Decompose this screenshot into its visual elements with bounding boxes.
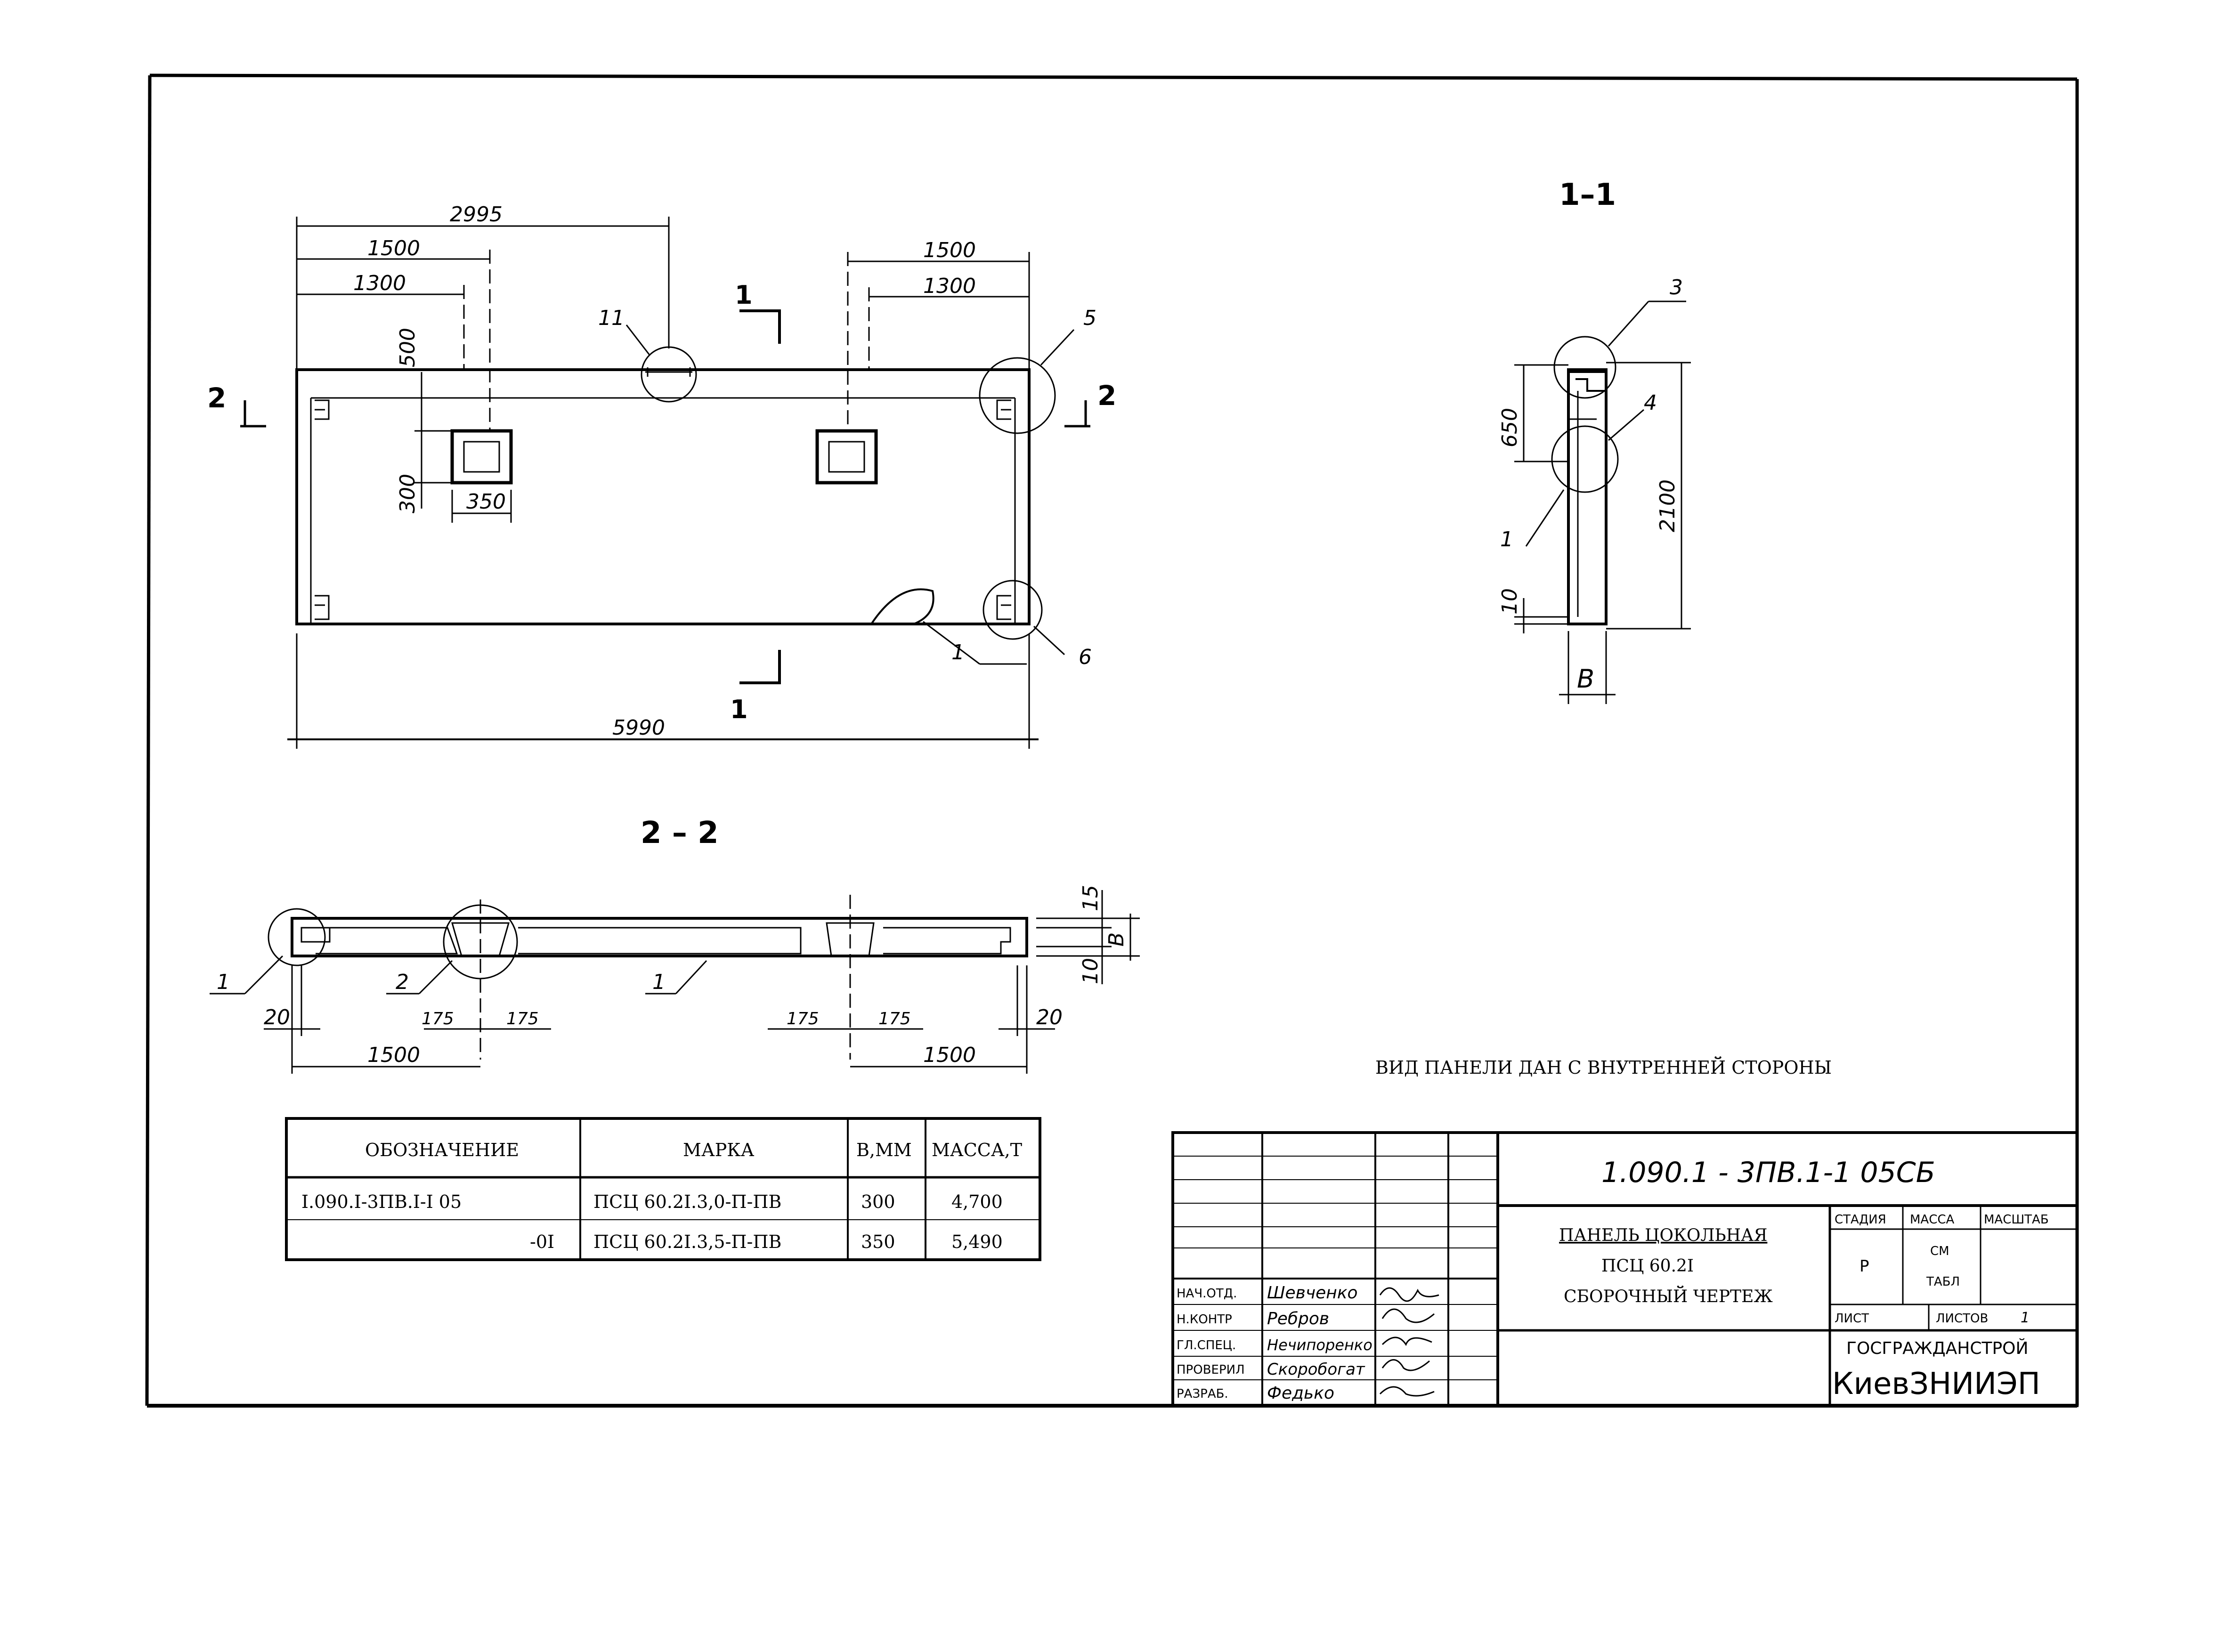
callout-1-mid-2-2: 1 (652, 970, 666, 994)
role-2: Н.КОНТР (1177, 1312, 1232, 1327)
spec-row1-b: 300 (861, 1191, 895, 1212)
drawing-name-line3: СБОРОЧНЫЙ ЧЕРТЕЖ (1564, 1286, 1773, 1306)
opening-left (450, 429, 513, 485)
role-3: ГЛ.СПЕЦ. (1177, 1338, 1236, 1352)
callout-1: 1 (951, 640, 965, 664)
role-4: ПРОВЕРИЛ (1177, 1363, 1245, 1377)
dim-350: 350 (466, 490, 506, 514)
spec-row1-designation: I.090.I-3ПВ.I-I 05 (301, 1191, 462, 1212)
view-note: ВИД ПАНЕЛИ ДАН С ВНУТРЕННЕЙ СТОРОНЫ (1375, 1057, 1832, 1078)
callout-4: 4 (1644, 391, 1657, 415)
callout-5: 5 (1083, 306, 1096, 330)
sheets-label: ЛИСТОВ (1936, 1312, 1988, 1326)
sheets-value: 1 (2021, 1310, 2030, 1326)
cut-1-top: 1 (735, 280, 753, 310)
drawing-name-line1: ПАНЕЛЬ ЦОКОЛЬНАЯ (1559, 1226, 1767, 1245)
dim-175-a: 175 (422, 1009, 454, 1028)
name-4: Скоробогат (1267, 1360, 1365, 1379)
name-5: Федько (1267, 1384, 1334, 1403)
name-2: Ребров (1267, 1309, 1329, 1328)
mass-value-1: СМ (1930, 1244, 1949, 1258)
section-1-1-labels: 1–1 650 2100 10 B 3 4 1 (1498, 178, 1683, 694)
dim-15: 15 (1079, 885, 1103, 911)
dim-20-right: 20 (1036, 1005, 1063, 1029)
callout-3: 3 (1670, 275, 1683, 300)
callout-1-section: 1 (1500, 527, 1513, 551)
dim-175-c: 175 (787, 1009, 819, 1028)
panel-elevation (240, 217, 1090, 749)
dim-1500-left-2-2: 1500 (367, 1043, 420, 1067)
dim-10-2-2: 10 (1079, 958, 1103, 984)
section-2-2-title: 2 – 2 (641, 816, 719, 850)
signatures (1379, 1287, 1439, 1397)
dim-b-2-2: B (1104, 932, 1129, 947)
detail-circle-5 (979, 357, 1056, 434)
org-line2: КиевЗНИИЭП (1832, 1367, 2040, 1401)
cut-2-left: 2 (207, 382, 226, 414)
dim-b: B (1577, 664, 1594, 694)
dim-20-left: 20 (264, 1005, 290, 1029)
dim-1500-right-2-2: 1500 (923, 1043, 976, 1067)
spec-row1-mark: ПСЦ 60.2I.3,0-П-ПВ (593, 1191, 781, 1212)
title-block-text: 1.090.1 - 3ПВ.1-1 05СБ ПАНЕЛЬ ЦОКОЛЬНАЯ … (1177, 1156, 2049, 1403)
dim-650: 650 (1498, 408, 1522, 447)
dim-1300-left: 1300 (353, 271, 406, 295)
dim-175-b: 175 (506, 1009, 539, 1028)
scale-label: МАСШТАБ (1984, 1213, 2049, 1227)
cut-2-right: 2 (1097, 380, 1116, 412)
name-1: Шевченко (1267, 1283, 1358, 1303)
spec-header-mass: МАССА,Т (932, 1140, 1022, 1160)
dim-1500-right: 1500 (923, 238, 976, 262)
title-block (1171, 1131, 2079, 1407)
spec-table-text: ОБОЗНАЧЕНИЕ МАРКА В,ММ МАССА,Т I.090.I-3… (301, 1140, 1022, 1252)
stage-label: СТАДИЯ (1835, 1213, 1886, 1227)
dim-2100: 2100 (1656, 479, 1680, 532)
sheet-label: ЛИСТ (1835, 1312, 1869, 1326)
dim-5990: 5990 (612, 716, 665, 740)
role-1: НАЧ.ОТД. (1177, 1287, 1237, 1301)
spec-header-mark: МАРКА (683, 1140, 755, 1160)
dim-10: 10 (1498, 588, 1522, 615)
spec-table (285, 1117, 1041, 1261)
drawing-code: 1.090.1 - 3ПВ.1-1 05СБ (1601, 1156, 1935, 1189)
spec-row2-mark: ПСЦ 60.2I.3,5-П-ПВ (593, 1231, 781, 1252)
callout-11: 11 (598, 306, 625, 330)
section-2-2-labels: 2 – 2 15 B 10 20 175 175 175 175 20 1500… (217, 816, 1129, 1067)
callout-1-left-2-2: 1 (217, 970, 230, 994)
spec-header-designation: ОБОЗНАЧЕНИЕ (365, 1140, 519, 1160)
dim-500: 500 (396, 328, 420, 367)
spec-row1-mass: 4,700 (951, 1191, 1003, 1212)
spec-row2-designation: -0I (530, 1231, 554, 1252)
callout-6: 6 (1079, 645, 1092, 669)
dim-1300-right: 1300 (923, 274, 976, 298)
spec-row2-b: 350 (861, 1231, 895, 1252)
mass-value-2: ТАБЛ (1926, 1275, 1960, 1289)
stage-value: Р (1860, 1257, 1869, 1276)
elevation-labels: 2995 1500 1300 1500 1300 500 300 350 599… (207, 202, 1116, 740)
section-1-1 (1514, 300, 1691, 704)
role-5: РАЗРАБ. (1177, 1387, 1228, 1401)
spec-row2-mass: 5,490 (951, 1231, 1003, 1252)
section-1-1-title: 1–1 (1559, 178, 1616, 212)
org-line1: ГОСГРАЖДАНСТРОЙ (1846, 1338, 2028, 1358)
callout-2-2-2: 2 (396, 970, 409, 994)
dim-2995: 2995 (450, 202, 503, 227)
section-2-2 (210, 890, 1140, 1074)
detail-circle-6 (983, 580, 1043, 640)
dim-1500-left: 1500 (367, 236, 420, 260)
opening-right (815, 429, 878, 485)
panel-outline (295, 368, 1031, 625)
drawing-name-line2: ПСЦ 60.2I (1601, 1256, 1694, 1276)
mass-label: МАССА (1910, 1213, 1955, 1227)
dim-300: 300 (396, 474, 420, 513)
dim-175-d: 175 (878, 1009, 911, 1028)
cut-1-bottom: 1 (730, 695, 748, 724)
spec-header-b: В,ММ (856, 1140, 912, 1160)
name-3: Нечипоренко (1267, 1336, 1372, 1354)
